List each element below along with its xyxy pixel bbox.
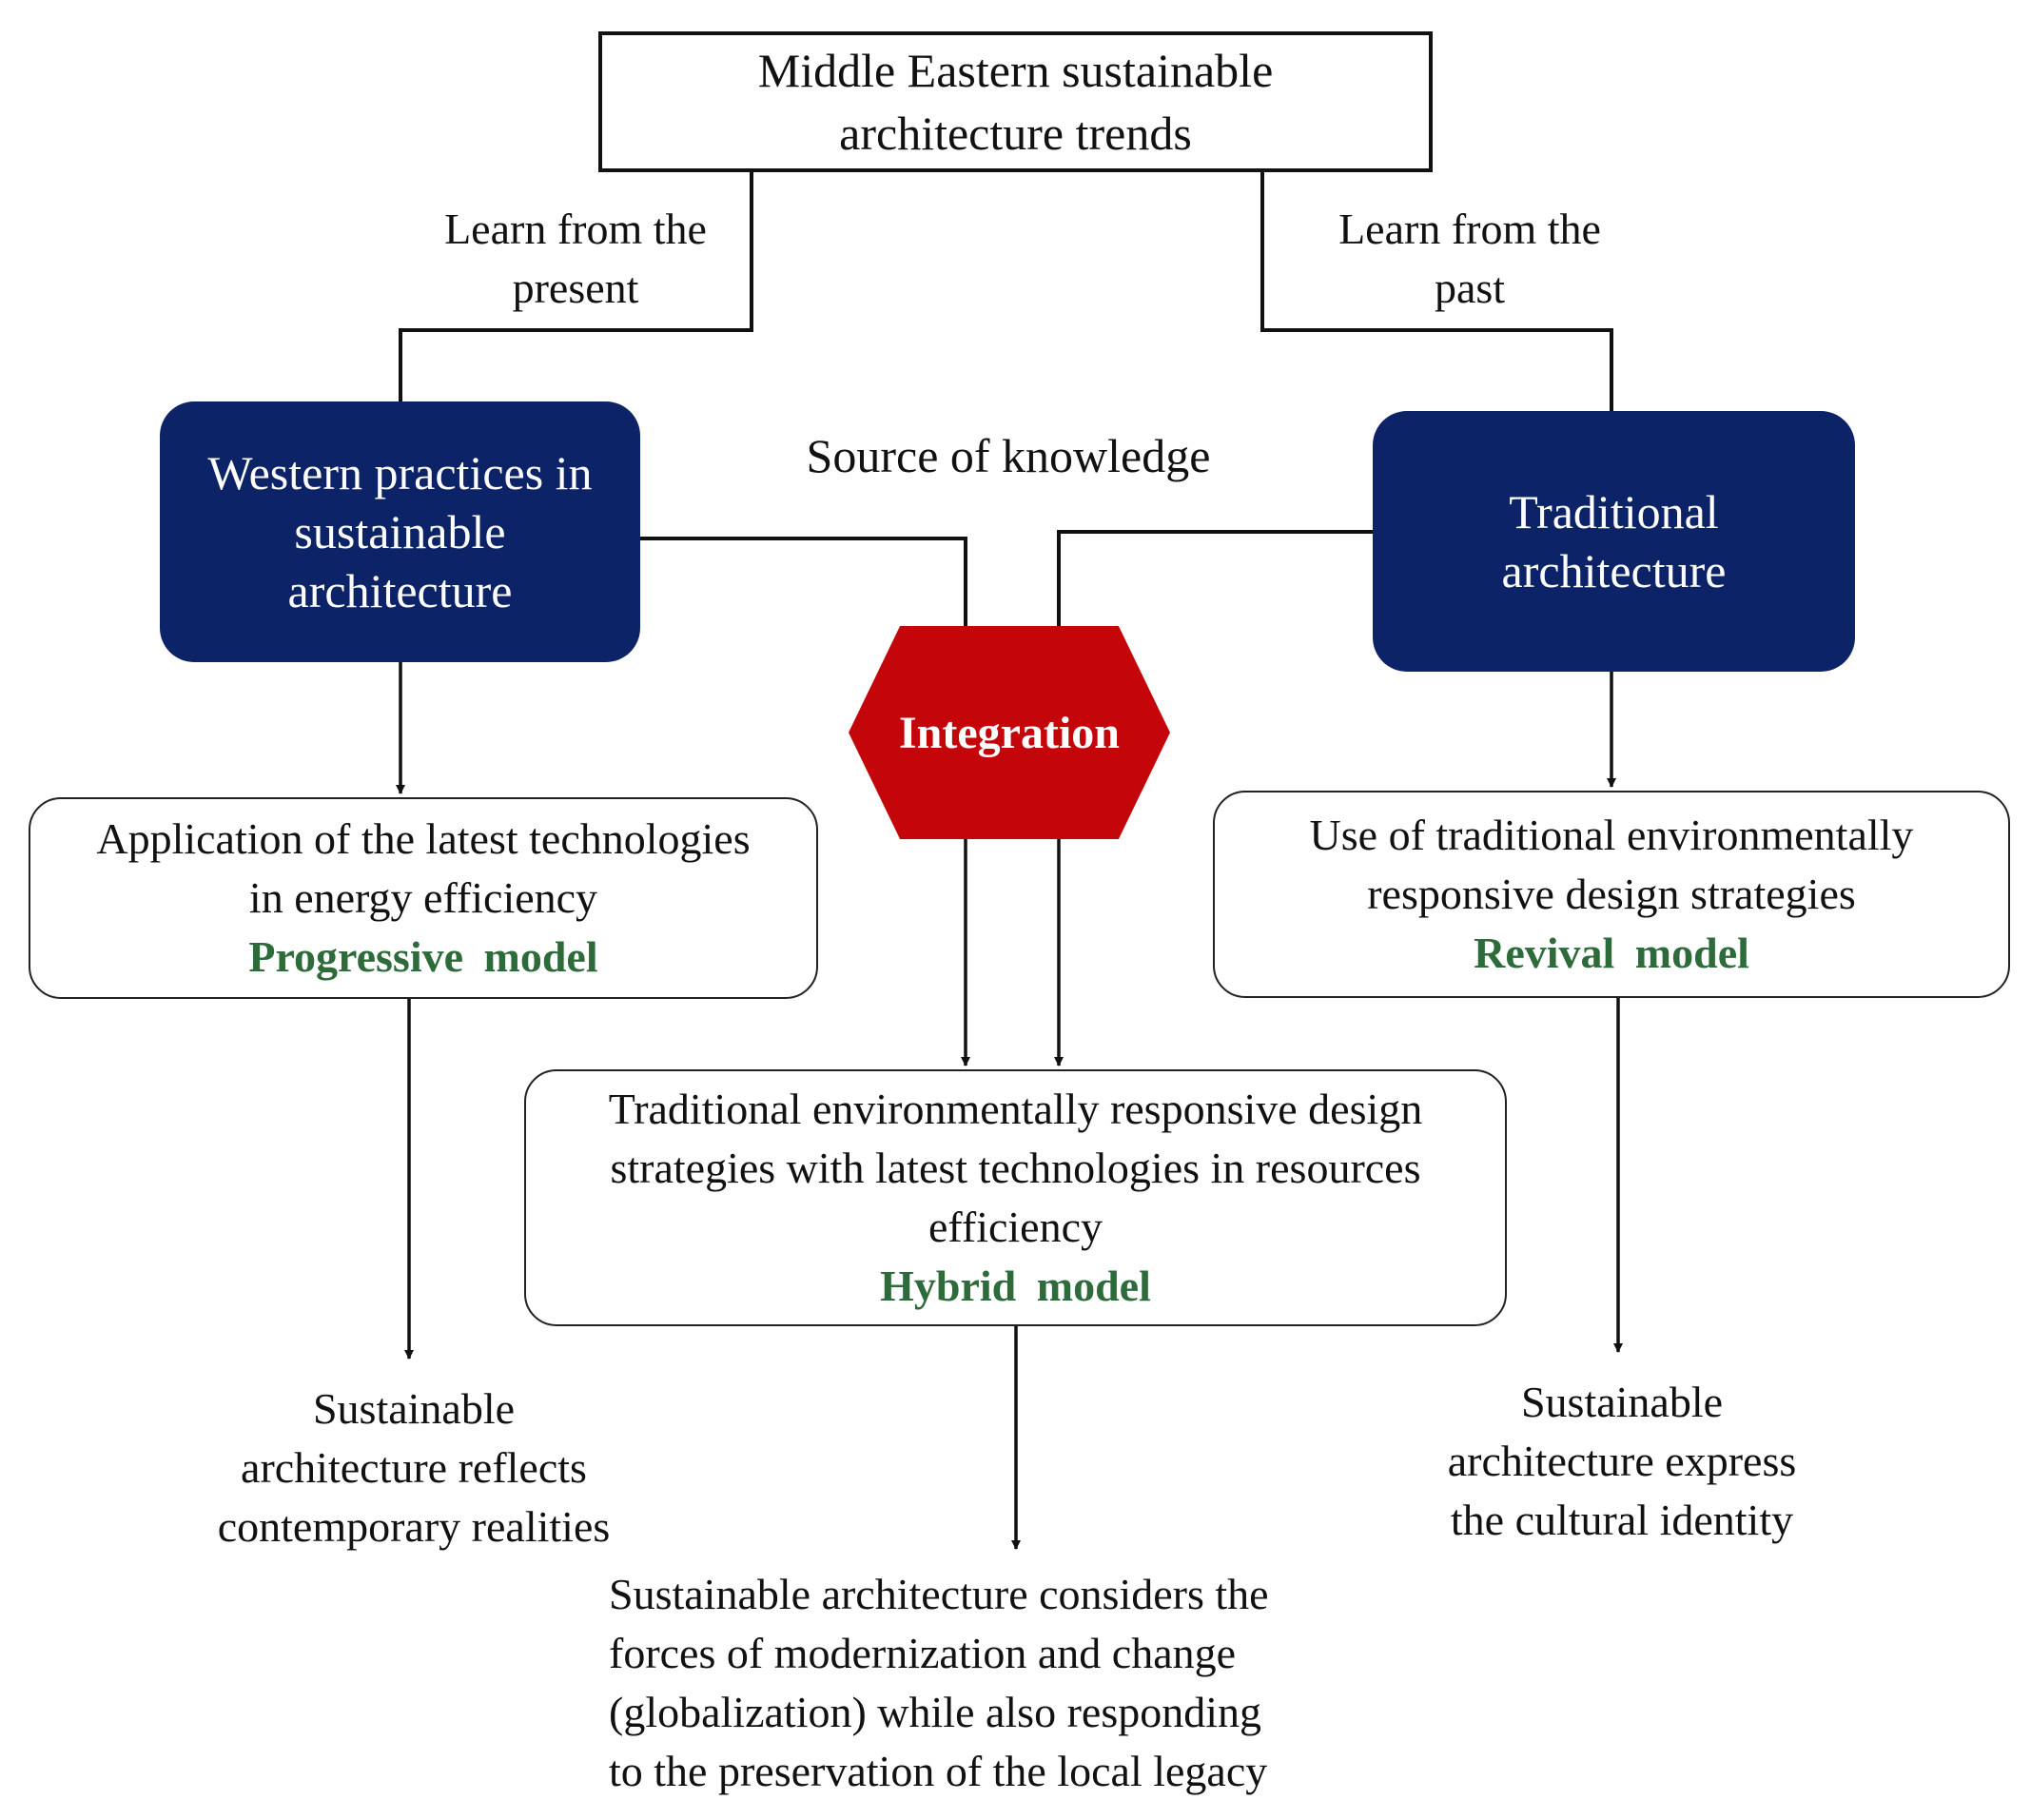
revival-model-box: Use of traditional environmentally respo…	[1213, 791, 2010, 998]
revival-model-name: Revival model	[1474, 929, 1749, 977]
source-line: Western practices in	[207, 446, 593, 499]
outcome-line: architecture express	[1447, 1437, 1797, 1485]
progressive-model-name: Progressive model	[248, 932, 598, 981]
outcome-line: (globalization) while also responding	[609, 1688, 1262, 1736]
outcome-line: Sustainable	[312, 1384, 516, 1433]
title-box: Middle Eastern sustainable architecture …	[598, 31, 1433, 172]
model-line: efficiency	[928, 1203, 1103, 1251]
model-line: strategies with latest technologies in r…	[610, 1144, 1421, 1192]
model-line: Use of traditional environmentally	[1309, 811, 1914, 859]
integration-label: Integration	[899, 707, 1120, 758]
label-line: Learn from the	[1338, 205, 1601, 253]
connector-western-to-integration	[640, 537, 967, 626]
hybrid-model-box: Traditional environmentally responsive d…	[524, 1069, 1507, 1326]
title-line: architecture trends	[839, 107, 1192, 160]
connector-present	[399, 172, 753, 401]
integration-hexagon: Integration	[849, 626, 1170, 839]
source-line: Traditional	[1509, 485, 1719, 538]
label-line: Learn from the	[444, 205, 707, 253]
source-line: architecture	[1501, 544, 1727, 597]
outcome-line: the cultural identity	[1450, 1496, 1794, 1544]
outcome-line: contemporary realities	[217, 1502, 611, 1551]
hybrid-model-name: Hybrid model	[880, 1262, 1151, 1310]
model-line: responsive design strategies	[1367, 870, 1856, 918]
connector-past	[1260, 172, 1613, 411]
outcome-revival: Sustainable architecture express the cul…	[1398, 1373, 1845, 1550]
outcome-line: forces of modernization and change	[609, 1629, 1237, 1677]
source-line: architecture	[287, 564, 513, 617]
outcome-line: architecture reflects	[241, 1443, 587, 1492]
label-line: past	[1434, 264, 1506, 312]
model-line: in energy efficiency	[248, 873, 598, 922]
outcome-hybrid: Sustainable architecture considers the f…	[609, 1565, 1332, 1801]
outcome-line: to the preservation of the local legacy	[609, 1747, 1268, 1795]
model-line: Application of the latest technologies	[96, 814, 751, 863]
source-western-practices: Western practices in sustainable archite…	[160, 401, 640, 662]
outcome-progressive: Sustainable architecture reflects contem…	[162, 1380, 666, 1556]
source-traditional-architecture: Traditional architecture	[1373, 411, 1855, 672]
outcome-line: Sustainable	[1520, 1378, 1724, 1426]
model-line: Traditional environmentally responsive d…	[608, 1085, 1423, 1133]
label-source-of-knowledge: Source of knowledge	[806, 429, 1211, 482]
label-learn-past: Learn from the past	[1303, 200, 1636, 318]
progressive-model-box: Application of the latest technologies i…	[29, 797, 818, 999]
source-line: sustainable	[294, 505, 506, 558]
label-line: present	[512, 264, 639, 312]
label-learn-present: Learn from the present	[409, 200, 742, 318]
outcome-line: Sustainable architecture considers the	[609, 1570, 1269, 1618]
connector-traditional-to-integration	[1057, 530, 1373, 626]
title-line: Middle Eastern sustainable	[757, 44, 1274, 97]
